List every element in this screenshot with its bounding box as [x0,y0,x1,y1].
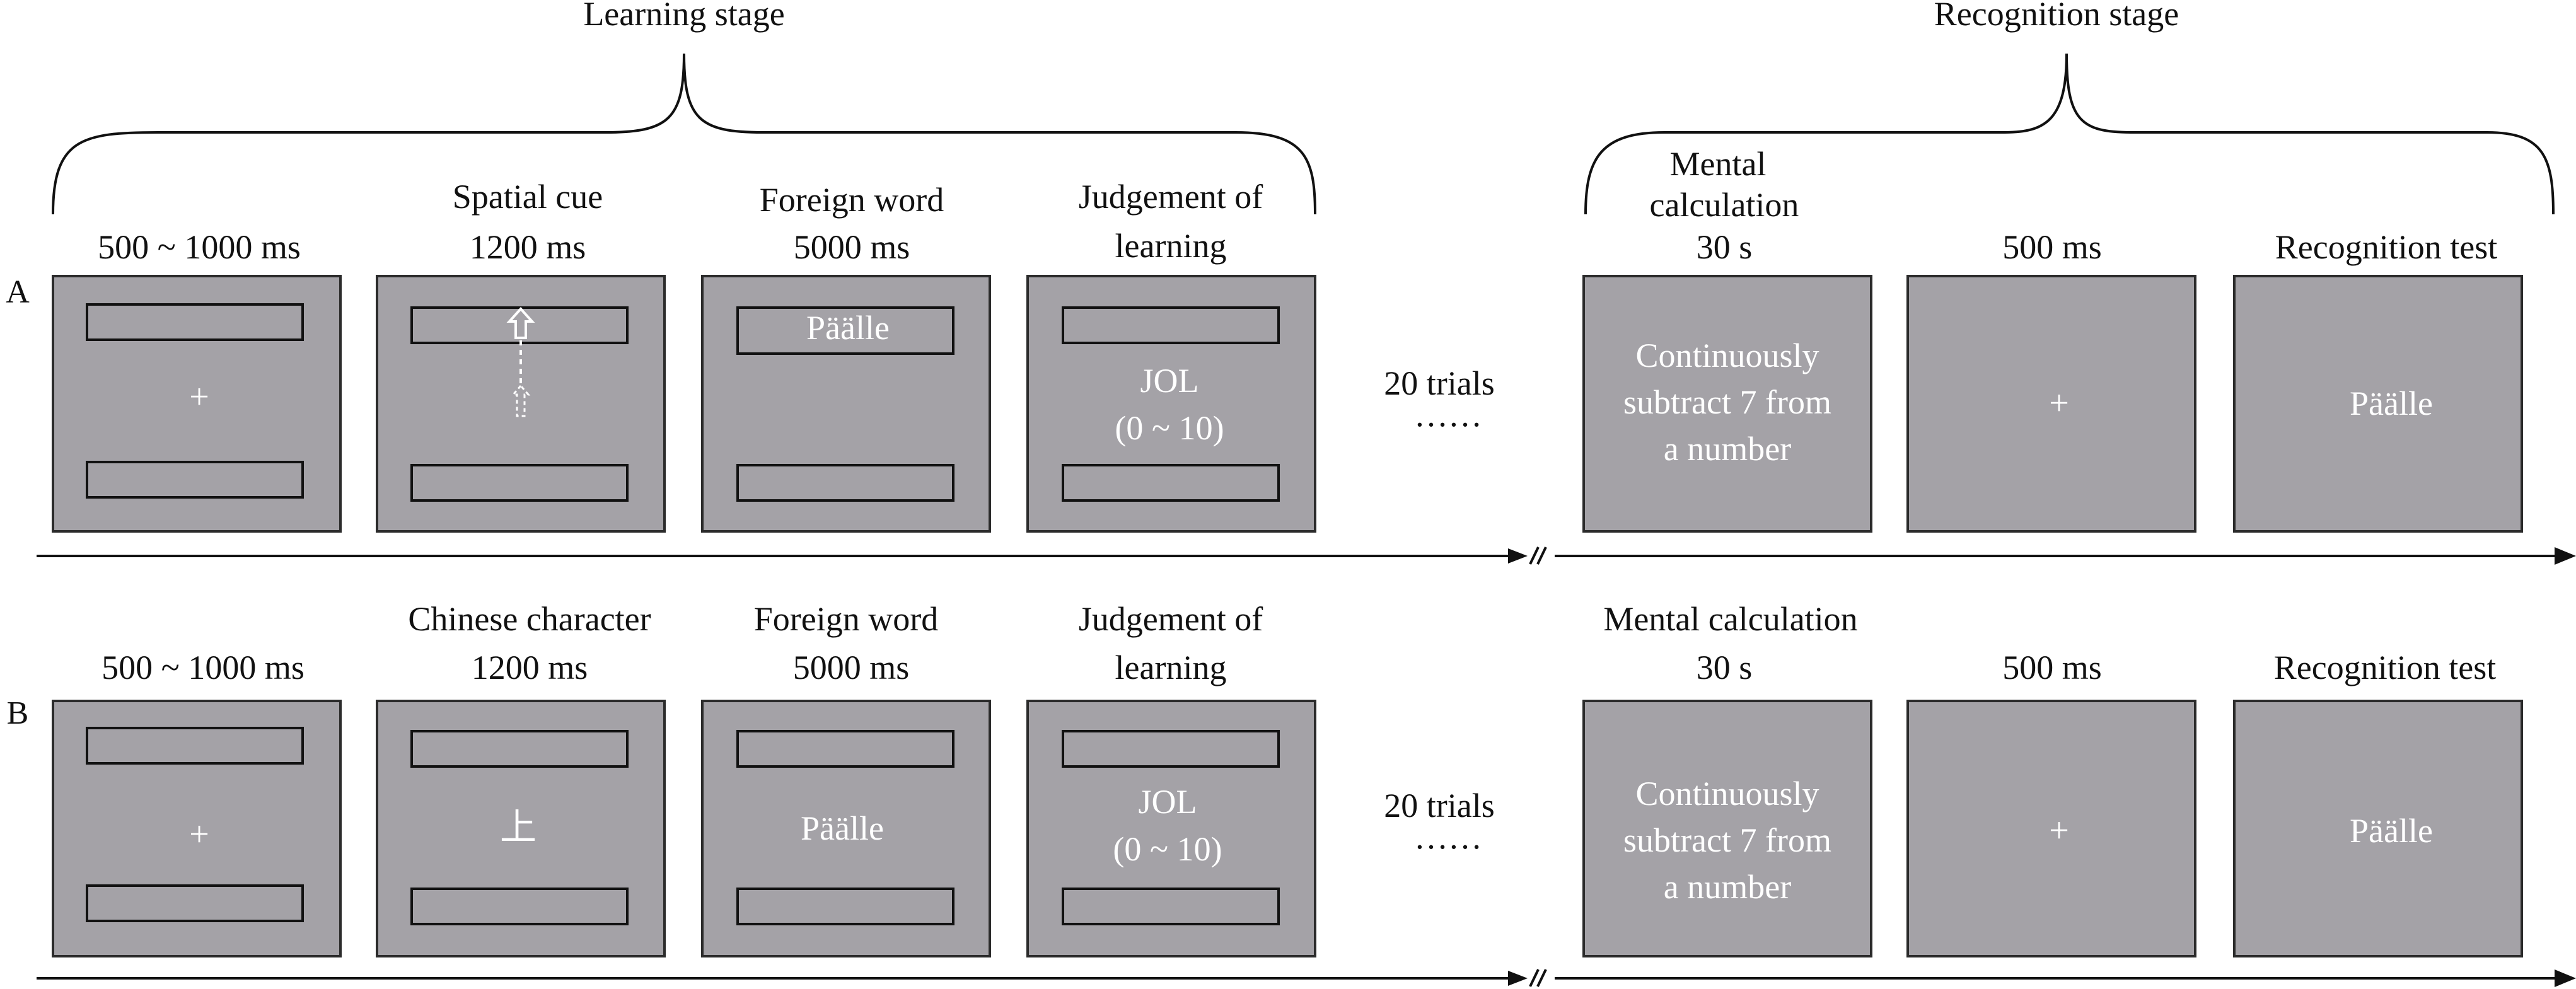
upper-box [736,306,954,355]
upper-box [736,730,954,768]
recognition-stage-title: Recognition stage [1934,0,2179,33]
instruction-line3: a number [1664,868,1791,906]
row-a-fixation: 500 ~ 1000 ms + [52,228,342,533]
row-a-recognition-test: Recognition test Päälle [2233,228,2523,533]
screen-panel [52,275,342,533]
row-b-mental-calculation: Mental calculation 30 s Continuously sub… [1582,600,1872,957]
panel-title-line2: 30 s [1697,649,1753,686]
lower-box [410,888,629,925]
panel-title-line2: learning [1115,227,1227,265]
instruction-line1: Continuously [1635,337,1819,374]
screen-panel [52,700,342,957]
up-arrow-cue-icon [506,307,535,417]
row-label-b: B [7,695,29,731]
panel-title-line2: calculation [1650,186,1799,224]
row-a-timeline-arrow [37,547,2576,565]
panel-title: 500 ~ 1000 ms [98,228,301,266]
instruction-line2: subtract 7 from [1623,821,1831,859]
panel-title-line2: 1200 ms [470,228,586,266]
row-a-spatial-cue: Spatial cue 1200 ms [376,178,666,533]
lower-box [1062,888,1280,925]
panel-title-line2: learning [1115,649,1227,686]
trials-ellipsis: …… [1414,818,1482,856]
row-b-fixation: 500 ~ 1000 ms + [52,649,342,957]
instruction-line3: a number [1664,430,1791,468]
fixation-cross: + [189,815,209,854]
jol-scale: (0 ~ 10) [1115,409,1224,447]
row-b-recognition-test: Recognition test Päälle [2233,649,2523,957]
row-b-chinese-character: Chinese character 1200 ms 上 [376,600,666,957]
lower-box [736,464,954,502]
screen-panel [701,700,991,957]
instruction-line1: Continuously [1635,775,1819,813]
row-a-mental-calculation: Mental calculation 30 s Continuously sub… [1582,145,1872,533]
screen-panel [1906,700,2196,957]
screen-panel [1582,275,1872,533]
panel-title: Recognition test [2274,649,2496,686]
panel-title: 500 ~ 1000 ms [102,649,305,686]
row-a-blank-fixation: 500 ms + [1906,228,2196,533]
screen-panel [376,700,666,957]
instruction-line2: subtract 7 from [1623,383,1831,421]
panel-title-line1: Judgement of [1079,178,1263,216]
fixation-cross: + [2049,384,2069,423]
row-a-judgement: Judgement of learning JOL (0 ~ 10) [1026,178,1316,533]
jol-scale: (0 ~ 10) [1113,830,1222,868]
panel-title-line1: Judgement of [1079,600,1263,638]
learning-stage-title: Learning stage [583,0,784,33]
foreign-word: Päälle [801,809,884,847]
upper-box [1062,306,1280,344]
lower-box [86,884,304,922]
panel-title-line1: Spatial cue [453,178,603,216]
jol-label: JOL [1139,783,1197,821]
screen-panel [1026,275,1316,533]
fixation-cross: + [2049,811,2069,850]
lower-box [410,464,629,502]
test-word: Päälle [2350,812,2433,850]
upper-box [86,727,304,765]
foreign-word: Päälle [806,309,890,347]
panel-title-line1: Mental [1670,145,1767,183]
trials-ellipsis: …… [1414,396,1482,434]
row-b-judgement: Judgement of learning JOL (0 ~ 10) [1026,600,1316,957]
upper-box [86,303,304,341]
upper-box [1062,730,1280,768]
row-a-foreign-word: Foreign word 5000 ms Päälle [701,181,991,533]
screen-panel [701,275,991,533]
chinese-character: 上 [500,807,537,848]
screen-panel [1026,700,1316,957]
test-word: Päälle [2350,385,2433,422]
screen-panel [2233,275,2523,533]
row-b-blank-fixation: 500 ms + [1906,649,2196,957]
jol-label: JOL [1140,362,1199,400]
lower-box [736,888,954,925]
trials-count: 20 trials [1384,364,1494,402]
panel-title-line3: 30 s [1697,228,1753,266]
fixation-cross: + [189,378,209,417]
trials-count: 20 trials [1384,787,1494,824]
panel-title-line1: Mental calculation [1603,600,1857,638]
screen-panel [376,275,666,533]
panel-title-line2: 5000 ms [793,649,910,686]
row-b-timeline-arrow [37,969,2576,987]
panel-title: Recognition test [2275,228,2497,266]
panel-title: 500 ms [2002,228,2102,266]
lower-box [1062,464,1280,502]
screen-panel [1582,700,1872,957]
screen-panel [1906,275,2196,533]
row-label-a: A [6,274,30,310]
lower-box [86,461,304,499]
recognition-stage-brace [1584,53,2555,215]
learning-stage-brace [52,53,1316,215]
screen-panel [2233,700,2523,957]
panel-title-line1: Chinese character [408,600,651,638]
panel-title: 500 ms [2002,649,2102,686]
panel-title-line2: 5000 ms [794,228,910,266]
row-b-foreign-word: Foreign word 5000 ms Päälle [701,600,991,957]
panel-title-line2: 1200 ms [472,649,588,686]
upper-box [410,730,629,768]
panel-title-line1: Foreign word [754,600,938,638]
panel-title-line1: Foreign word [760,181,944,219]
